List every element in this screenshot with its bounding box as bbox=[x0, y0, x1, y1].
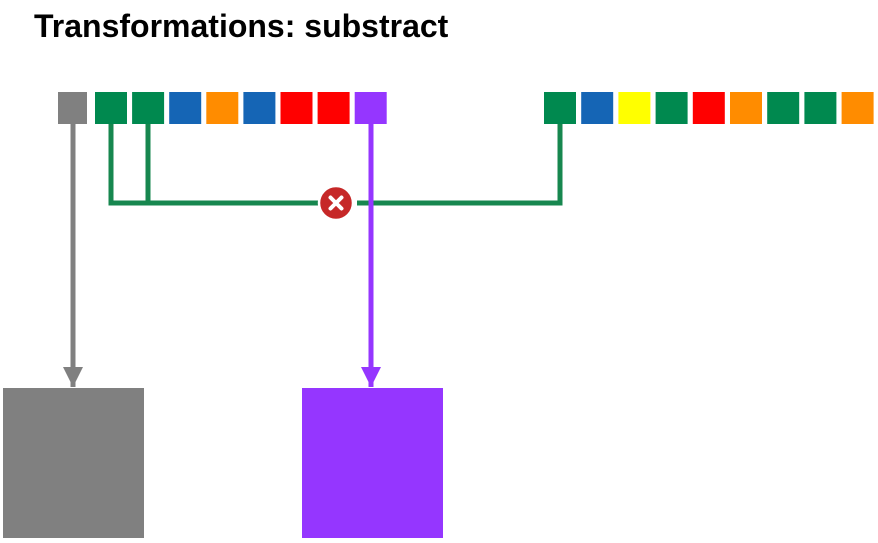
removal-element-yellow bbox=[618, 92, 651, 124]
connector-removal-green bbox=[357, 124, 563, 206]
removal-element-green bbox=[655, 92, 688, 124]
removal-collection bbox=[544, 92, 874, 124]
close-icon bbox=[317, 184, 355, 222]
source-element-purple bbox=[354, 92, 387, 124]
green-match-connectors bbox=[108, 124, 563, 206]
source-collection bbox=[58, 92, 387, 124]
removal-element-blue bbox=[581, 92, 614, 124]
removal-element-green bbox=[804, 92, 837, 124]
result-element-gray bbox=[3, 388, 144, 538]
source-element-red bbox=[317, 92, 350, 124]
connector-source-green-1 bbox=[108, 124, 320, 206]
source-element-green bbox=[132, 92, 165, 124]
source-element-orange bbox=[206, 92, 239, 124]
source-element-blue bbox=[243, 92, 276, 124]
removal-element-green bbox=[767, 92, 800, 124]
removal-element-orange bbox=[841, 92, 874, 124]
slide-title: Transformations: substract bbox=[34, 8, 449, 44]
result-element-purple bbox=[302, 388, 443, 538]
result-arrows bbox=[63, 124, 381, 387]
source-element-green bbox=[95, 92, 127, 124]
source-element-red bbox=[280, 92, 313, 124]
removal-element-green bbox=[544, 92, 576, 124]
source-element-gray bbox=[58, 92, 87, 124]
source-element-blue bbox=[169, 92, 202, 124]
result-collection bbox=[3, 388, 443, 538]
removal-element-red bbox=[692, 92, 725, 124]
removal-element-orange bbox=[730, 92, 762, 124]
